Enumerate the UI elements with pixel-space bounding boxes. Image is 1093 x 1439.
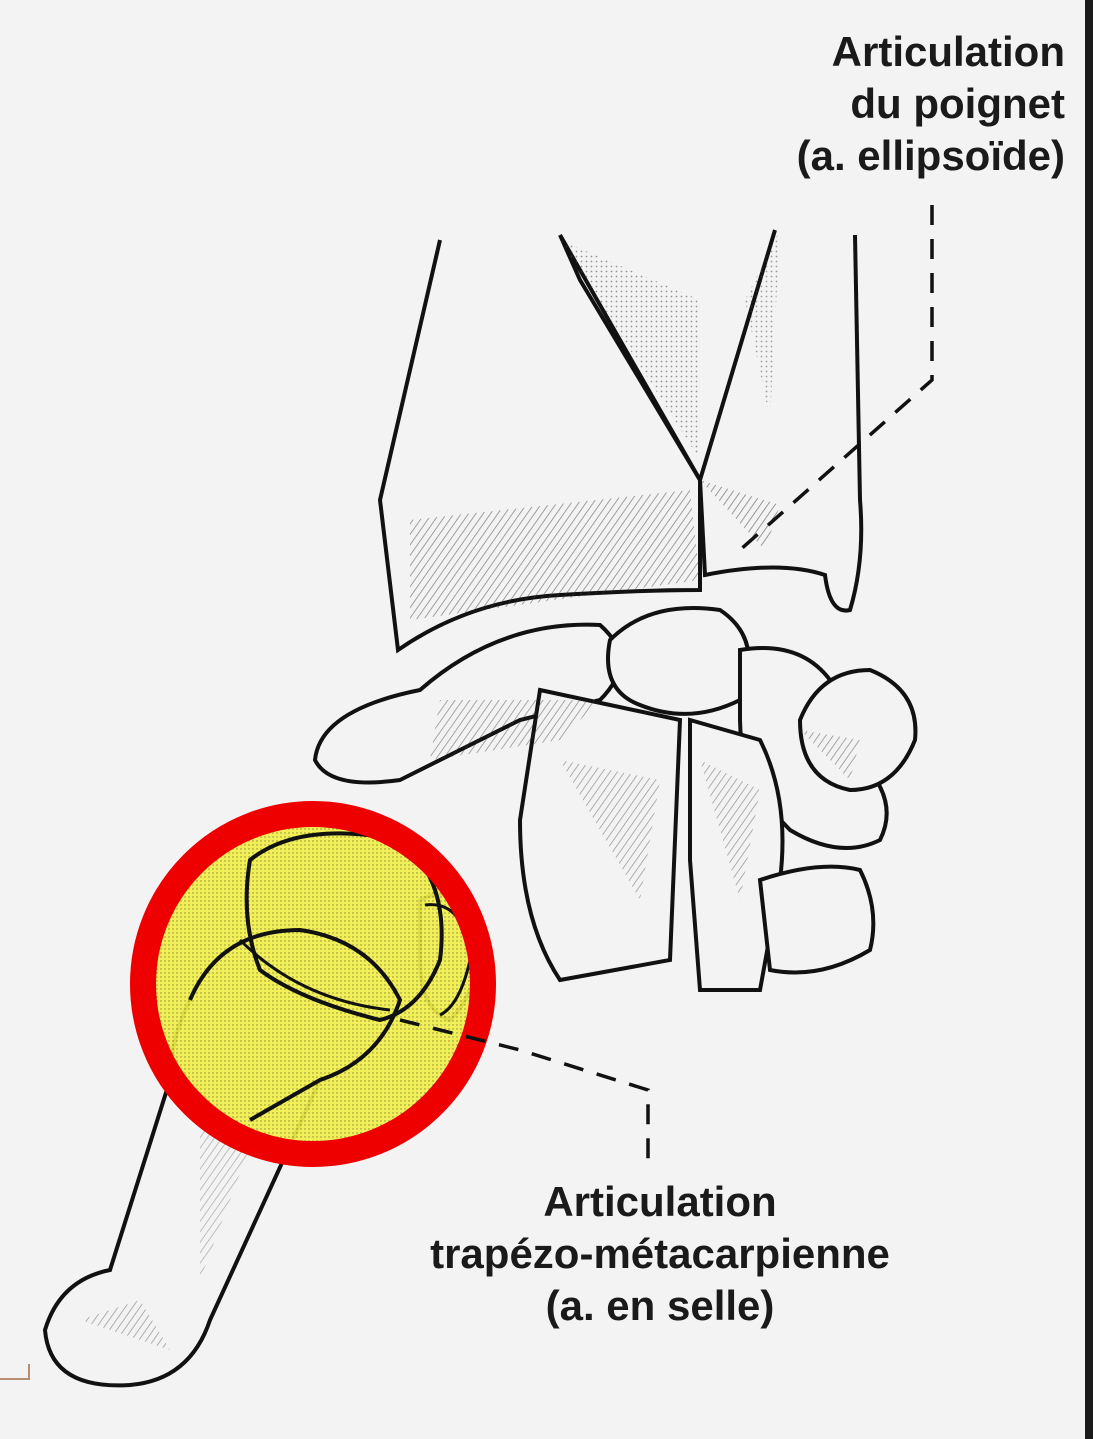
tmc-label-line3: (a. en selle) xyxy=(400,1280,920,1332)
wrist-joint-label: Articulation du poignet (a. ellipsoïde) xyxy=(797,26,1065,182)
tmc-label-line2: trapézo-métacarpienne xyxy=(400,1228,920,1280)
ulna-bone xyxy=(700,230,861,611)
wrist-label-line3: (a. ellipsoïde) xyxy=(797,130,1065,182)
corner-mark xyxy=(0,1378,30,1380)
right-frame-edge xyxy=(1085,0,1093,1439)
corner-mark-vertical xyxy=(28,1364,30,1380)
wrist-label-line2: du poignet xyxy=(797,78,1065,130)
trapeziometacarpal-joint-label: Articulation trapézo-métacarpienne (a. e… xyxy=(400,1176,920,1332)
radius-bone xyxy=(380,235,700,650)
wrist-label-line1: Articulation xyxy=(797,26,1065,78)
highlight-circle xyxy=(143,814,483,1154)
tmc-label-line1: Articulation xyxy=(400,1176,920,1228)
